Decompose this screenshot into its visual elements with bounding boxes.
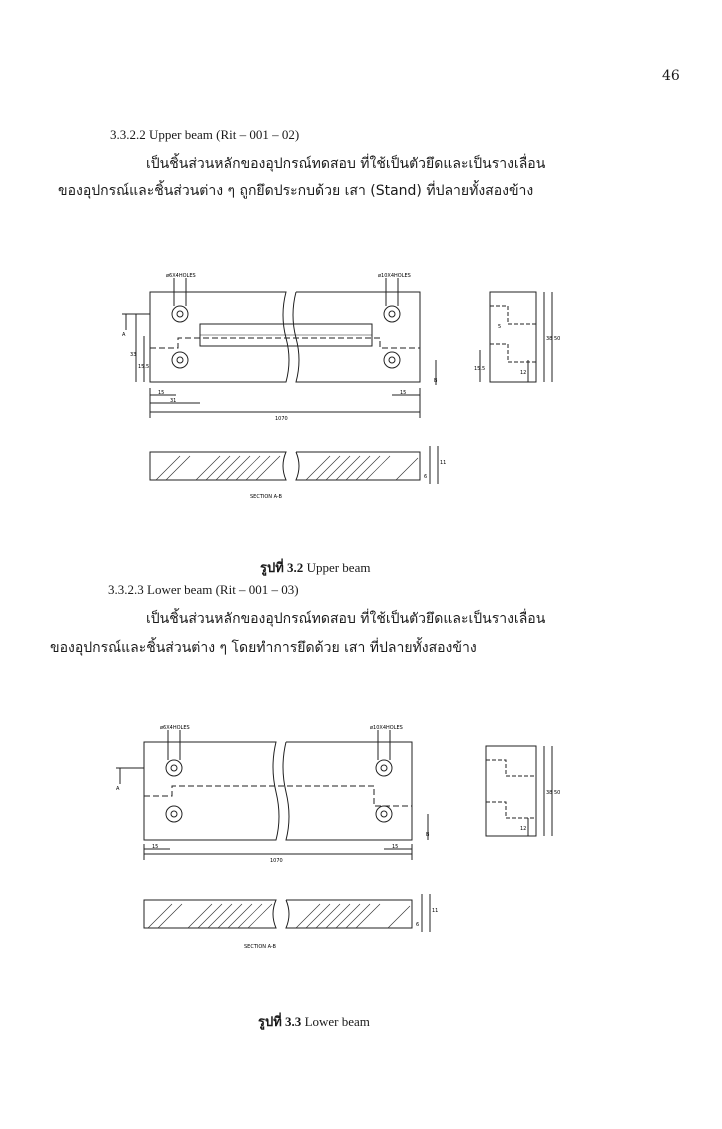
dim-11: 11 (432, 908, 438, 914)
caption-text: Lower beam (304, 1014, 370, 1029)
paragraph-line: เป็นชิ้นส่วนหลักของอุปกรณ์ทดสอบ ที่ใช้เป… (146, 611, 546, 627)
section-heading-lower-beam: 3.3.2.3 Lower beam (Rit – 001 – 03) (108, 582, 299, 597)
dim-38: 38 (546, 336, 552, 342)
section-label: SECTION A-B (250, 494, 283, 500)
label-b: B (426, 832, 430, 838)
figure-caption-3-2: รูปที่ 3.2 Upper beam (260, 557, 370, 578)
dim-holes-right: ø10X4HOLES (378, 273, 411, 279)
page-number: 46 (662, 68, 680, 84)
dim-15: 15 (152, 844, 158, 850)
caption-label: รูปที่ 3.3 (258, 1014, 302, 1029)
dim-length: 1070 (275, 416, 288, 422)
paragraph-line: ของอุปกรณ์และชิ้นส่วนต่าง ๆ โดยทำการยึดด… (50, 640, 477, 656)
label-a: A (116, 786, 120, 792)
dim-50: 50 (554, 336, 560, 342)
dim-holes-left: ø6X4HOLES (160, 725, 190, 731)
paragraph-line: เป็นชิ้นส่วนหลักของอุปกรณ์ทดสอบ ที่ใช้เป… (146, 156, 546, 172)
dim-15: 15 (392, 844, 398, 850)
dim-6: 6 (416, 922, 419, 928)
paragraph-line: ของอุปกรณ์และชิ้นส่วนต่าง ๆ ถูกยึดประกบด… (58, 183, 534, 199)
dim-38: 38 (546, 790, 552, 796)
section-heading-upper-beam: 3.3.2.2 Upper beam (Rit – 001 – 02) (110, 127, 300, 142)
dim-12: 12 (520, 826, 526, 832)
section-label: SECTION A-B (244, 944, 277, 950)
dim-6: 6 (424, 474, 427, 480)
caption-text: Upper beam (306, 560, 371, 575)
dim-15-5: 15.5 (138, 364, 149, 370)
dim-length: 1070 (270, 858, 283, 864)
dim-holes-left: ø6X4HOLES (166, 273, 196, 279)
dim-5: 5 (498, 324, 501, 330)
dim-12: 12 (520, 370, 526, 376)
upper-beam-drawing: ø6X4HOLES ø10X4HOLES 1070 15 31 15 33 15… (122, 273, 560, 500)
dim-50: 50 (554, 790, 560, 796)
figure-caption-3-3: รูปที่ 3.3 Lower beam (258, 1011, 370, 1032)
dim-11: 11 (440, 460, 446, 466)
label-a: A (122, 332, 126, 338)
lower-beam-drawing: ø6X4HOLES ø10X4HOLES 1070 15 15 A B 38 5… (116, 725, 560, 950)
caption-label: รูปที่ 3.2 (260, 560, 304, 575)
dim-15: 15 (158, 390, 164, 396)
dim-33: 33 (130, 352, 136, 358)
label-b: B (434, 378, 438, 384)
dim-15: 15 (400, 390, 406, 396)
dim-15-5: 15.5 (474, 366, 485, 372)
dim-31: 31 (170, 398, 176, 404)
dim-holes-right: ø10X4HOLES (370, 725, 403, 731)
